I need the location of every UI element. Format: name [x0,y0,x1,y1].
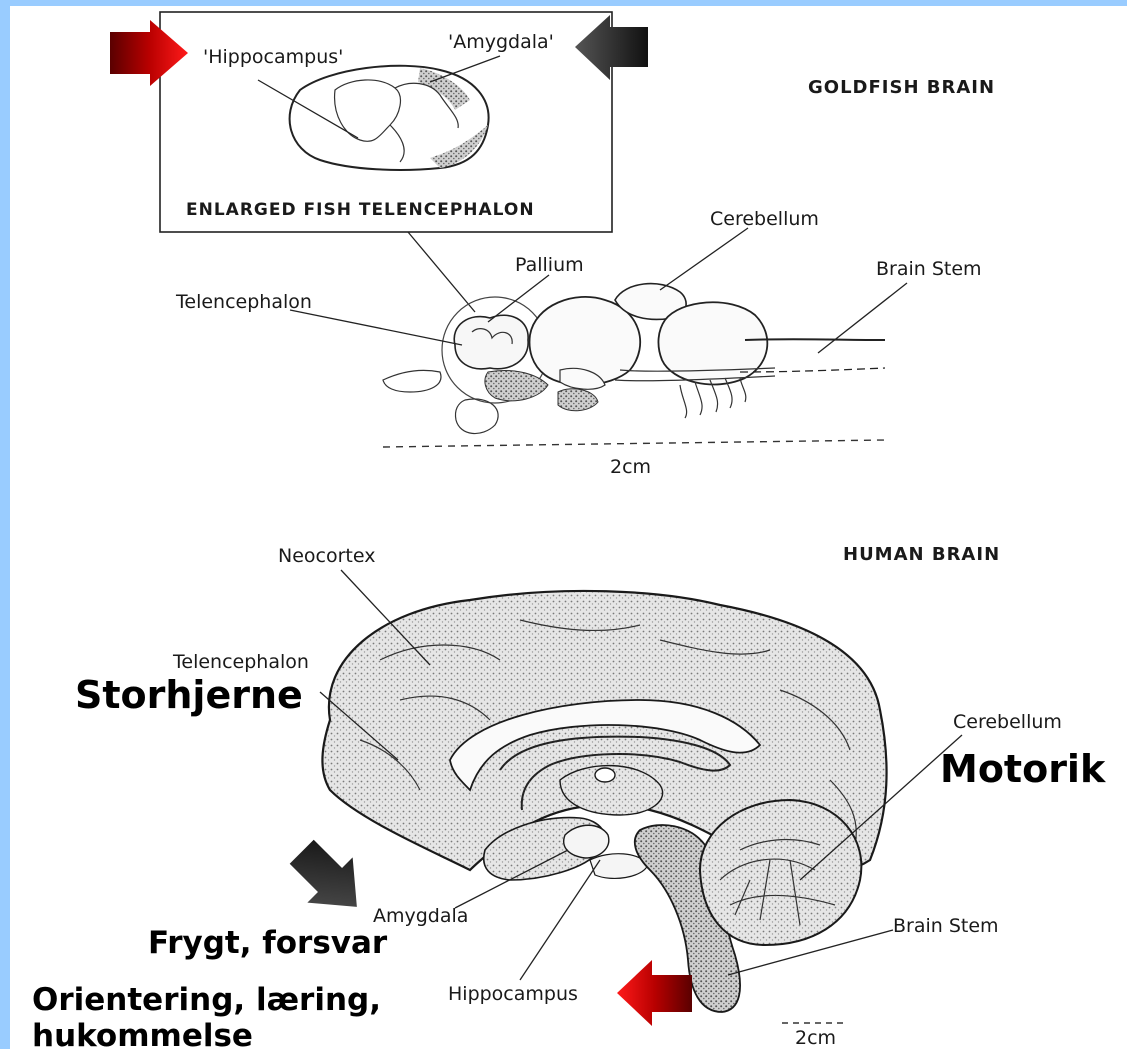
human-heading: HUMAN BRAIN [843,544,1000,565]
motorik-annotation: Motorik [940,747,1106,791]
fish-scale-bar [383,440,885,447]
goldfish-brain-drawing [290,228,907,434]
inset-title: ENLARGED FISH TELENCEPHALON [186,200,535,220]
fish-cerebellum-label: Cerebellum [710,208,819,230]
human-brain-stem-label: Brain Stem [893,915,999,937]
fish-brain-stem-label: Brain Stem [876,258,982,280]
inset-amygdala-label: 'Amygdala' [448,31,554,53]
orientering-annotation-line2: hukommelse [32,1018,253,1049]
enlarged-telencephalon-drawing [258,56,500,170]
storhjerne-annotation: Storhjerne [75,673,303,717]
red-arrow-icon [110,20,188,86]
red-arrow-icon [617,960,692,1026]
frygt-annotation: Frygt, forsvar [148,925,388,961]
human-amygdala-label: Amygdala [373,905,468,927]
goldfish-heading: GOLDFISH BRAIN [808,77,995,98]
neocortex-label: Neocortex [278,545,375,567]
dark-arrow-icon [279,829,379,929]
fish-telencephalon-label: Telencephalon [175,291,312,313]
fish-scale-label: 2cm [610,456,651,478]
human-telencephalon-label: Telencephalon [172,651,309,673]
human-brain-drawing [320,570,962,1012]
inset-hippocampus-label: 'Hippocampus' [203,46,343,68]
orientering-annotation-line1: Orientering, læring, [32,982,381,1018]
human-scale-label: 2cm [795,1027,836,1049]
human-hippocampus-label: Hippocampus [448,983,578,1005]
fish-pallium-label: Pallium [515,254,584,276]
human-cerebellum-label: Cerebellum [953,711,1062,733]
